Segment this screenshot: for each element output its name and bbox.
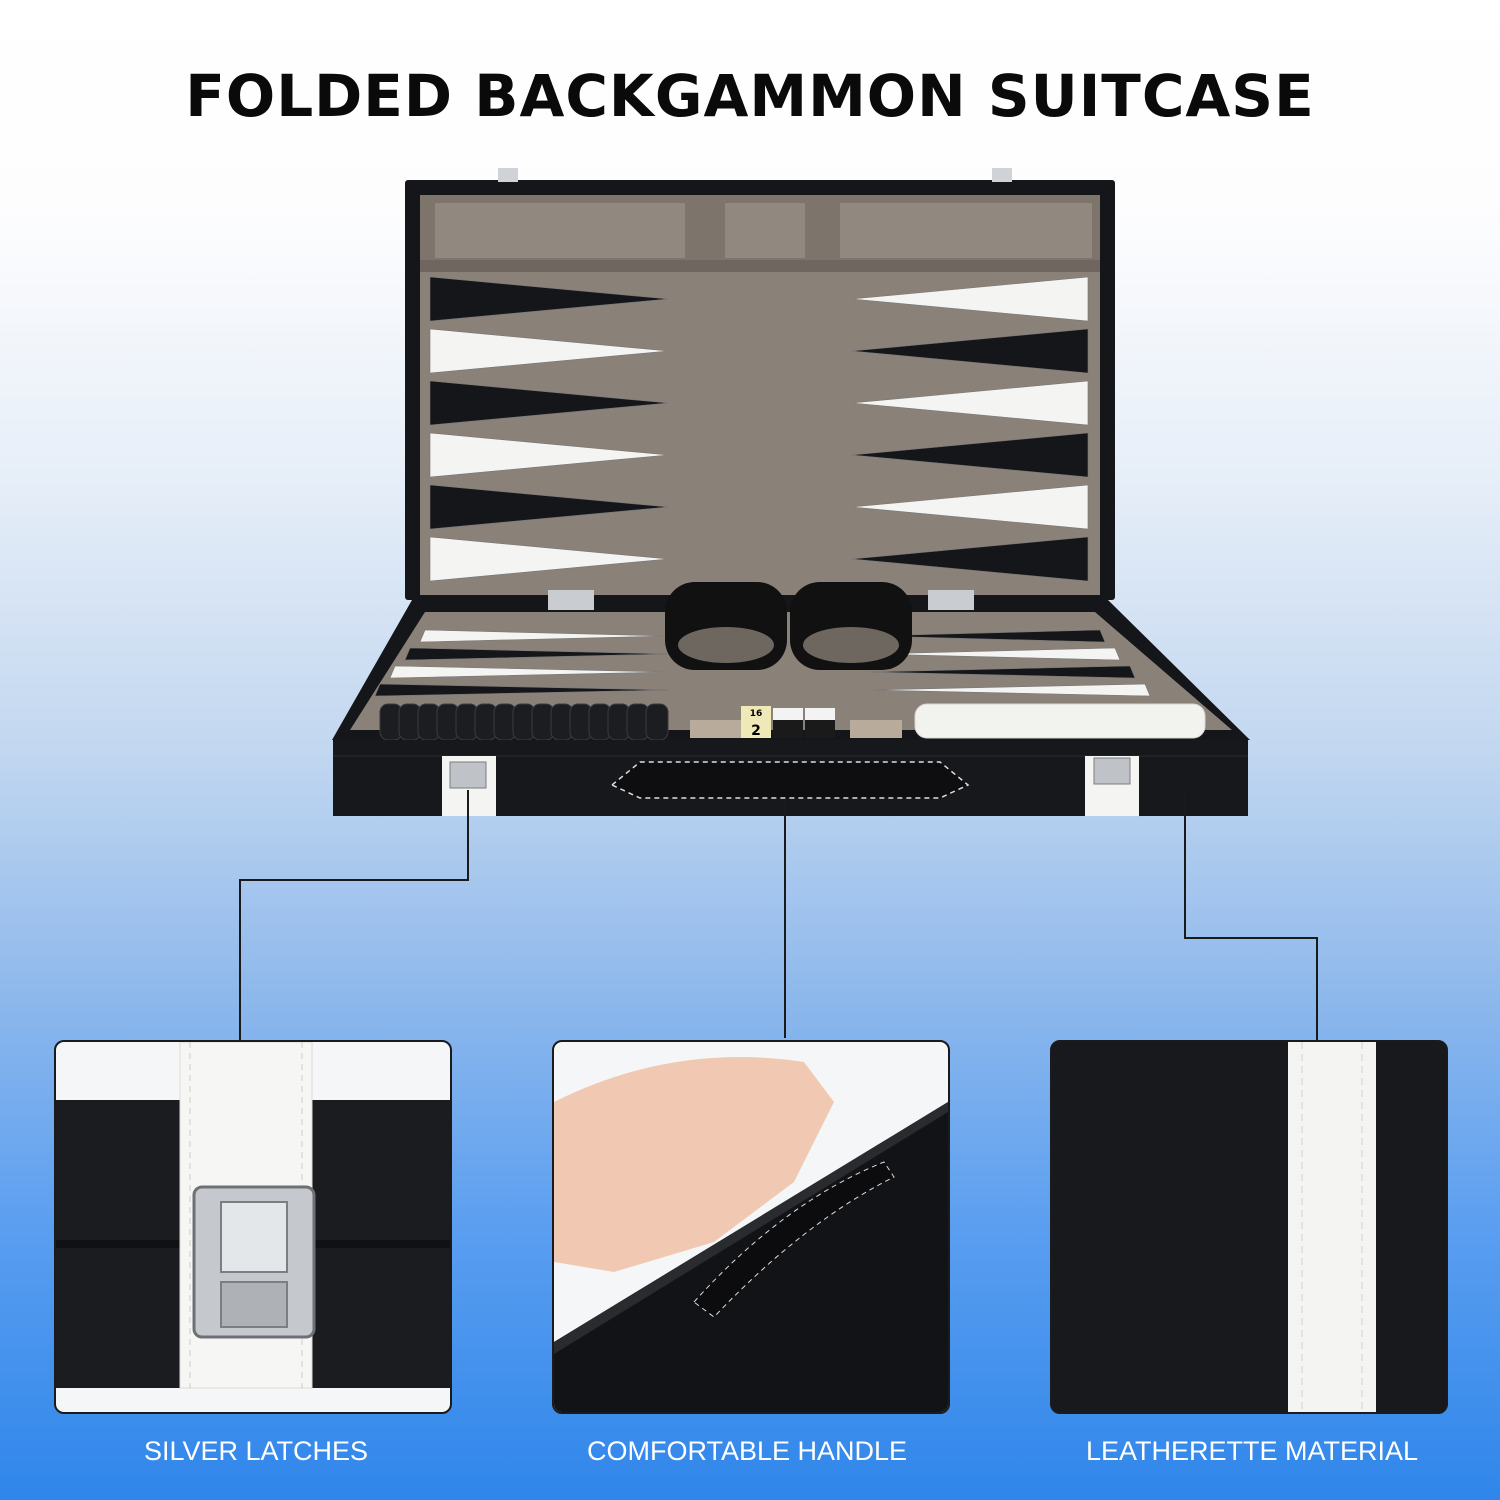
board-point — [869, 665, 1136, 679]
hinge-top-left — [498, 168, 518, 182]
leather-closeup-image — [1052, 1042, 1446, 1412]
board-point — [851, 432, 1089, 478]
board-point — [374, 683, 669, 697]
feature-panel-latches — [54, 1040, 452, 1414]
dice-cup-right — [790, 582, 912, 670]
board-point — [851, 328, 1089, 374]
latch-right — [1093, 757, 1131, 785]
board-point — [851, 536, 1089, 582]
doubling-cube: 16 2 — [741, 706, 771, 739]
black-checkers — [379, 703, 669, 741]
handle — [610, 761, 970, 799]
board-point — [404, 647, 669, 661]
callout-lines — [239, 790, 1318, 1040]
feature-label-material: LEATHERETTE MATERIAL — [1085, 1436, 1419, 1466]
board-point — [869, 683, 1151, 697]
board-point — [869, 647, 1121, 661]
doubling-cube-front-value: 2 — [751, 723, 761, 739]
board-point — [851, 484, 1089, 530]
white-checkers — [914, 703, 1206, 739]
dice — [773, 708, 835, 738]
callout-line-material — [1184, 790, 1318, 1040]
board-points-top — [429, 276, 1089, 582]
black-checker — [645, 703, 669, 741]
page-title: FOLDED BACKGAMMON SUITCASE — [185, 62, 1315, 130]
tray-block-right — [850, 720, 902, 738]
latch-closeup-image — [56, 1042, 450, 1389]
hinge-left — [548, 590, 594, 610]
callout-line-latches — [239, 790, 469, 1040]
board-point — [429, 380, 669, 426]
tray-block-left — [690, 720, 742, 738]
feature-panel-material — [1050, 1040, 1448, 1414]
latch-left — [449, 761, 487, 789]
board-point — [429, 484, 669, 530]
board-point — [389, 665, 669, 679]
doubling-cube-top-value: 16 — [750, 709, 763, 719]
board-point — [429, 328, 669, 374]
feature-label-latches: SILVER LATCHES — [143, 1436, 369, 1466]
board-point — [429, 276, 669, 322]
suitcase-base: 16 2 — [332, 582, 1250, 741]
dice-cup-left — [665, 582, 787, 670]
hinge-right — [928, 590, 974, 610]
board-point — [419, 629, 669, 643]
board-point — [429, 536, 669, 582]
feature-label-handle: COMFORTABLE HANDLE — [586, 1436, 908, 1466]
hinge-top-right — [992, 168, 1012, 182]
board-point — [869, 629, 1106, 643]
suitcase-lid — [405, 180, 1115, 600]
handle-closeup-image — [554, 1057, 948, 1412]
board-point — [429, 432, 669, 478]
board-point — [851, 276, 1089, 322]
suitcase-front — [333, 740, 1248, 816]
feature-panel-handle — [552, 1040, 950, 1414]
board-points-bottom — [374, 629, 1151, 697]
board-point — [851, 380, 1089, 426]
